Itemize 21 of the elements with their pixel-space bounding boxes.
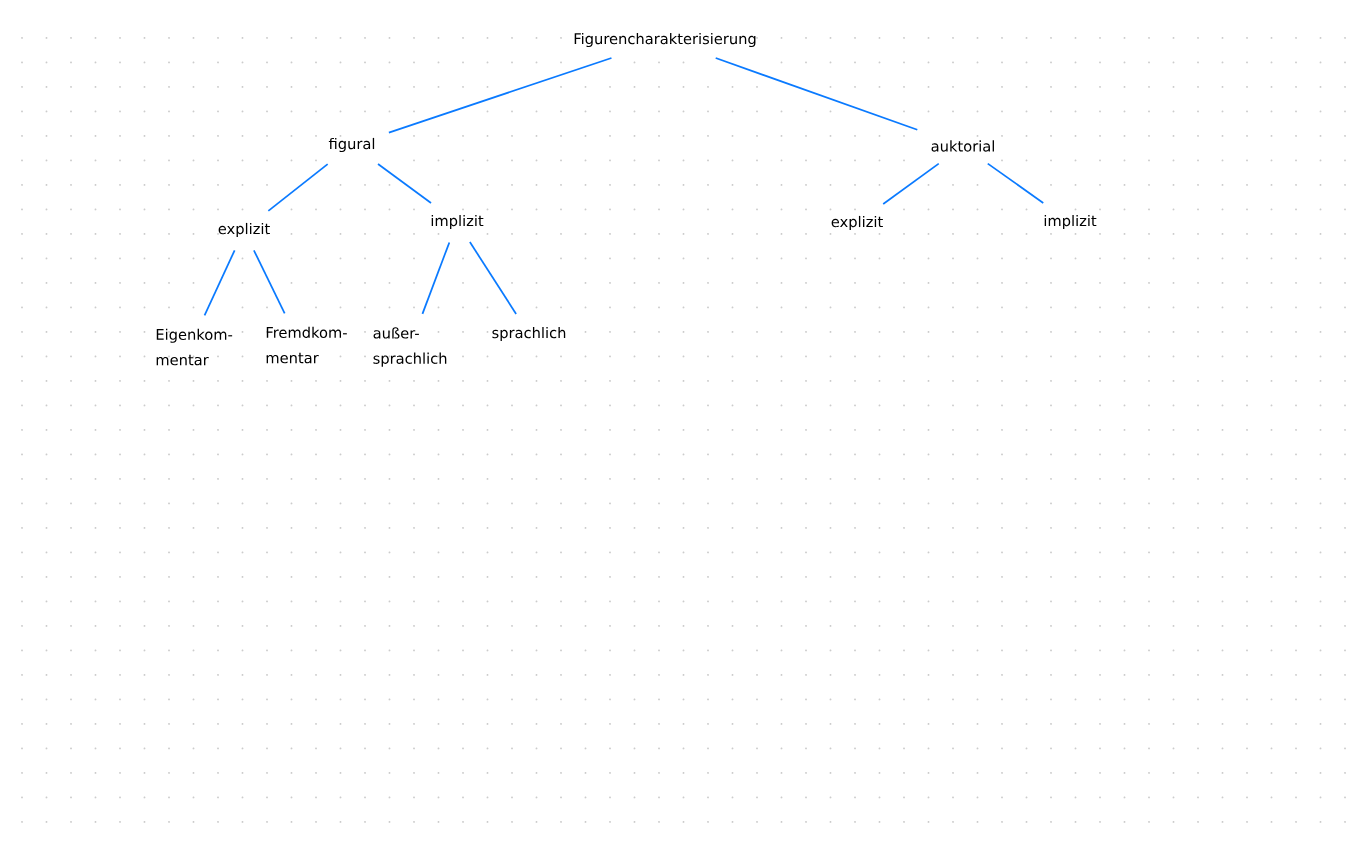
tree-label: figural bbox=[328, 137, 375, 153]
connector-line bbox=[882, 162, 940, 205]
connector-line bbox=[267, 163, 329, 212]
connector-line bbox=[203, 249, 236, 317]
tree-label: außer- sprachlich bbox=[373, 327, 447, 367]
tree-label: explizit bbox=[831, 215, 883, 231]
connector-line bbox=[388, 57, 613, 134]
connector-line bbox=[714, 57, 919, 131]
tree-label: Figurencharakterisierung bbox=[574, 32, 756, 48]
tree-label: Eigenkom- mentar bbox=[156, 328, 233, 366]
connector-line bbox=[253, 249, 286, 315]
tree-label: implizit bbox=[431, 214, 484, 230]
tree-label: sprachlich bbox=[492, 326, 566, 342]
connector-line bbox=[377, 163, 432, 204]
connector-line bbox=[421, 241, 451, 315]
connector-line bbox=[469, 241, 517, 315]
tree-label: explizit bbox=[218, 222, 270, 238]
tree-label: Fremdkom- mentar bbox=[266, 326, 347, 364]
tree-label: implizit bbox=[1044, 214, 1097, 230]
tree-label: auktorial bbox=[931, 140, 994, 152]
connector-line bbox=[986, 162, 1045, 204]
